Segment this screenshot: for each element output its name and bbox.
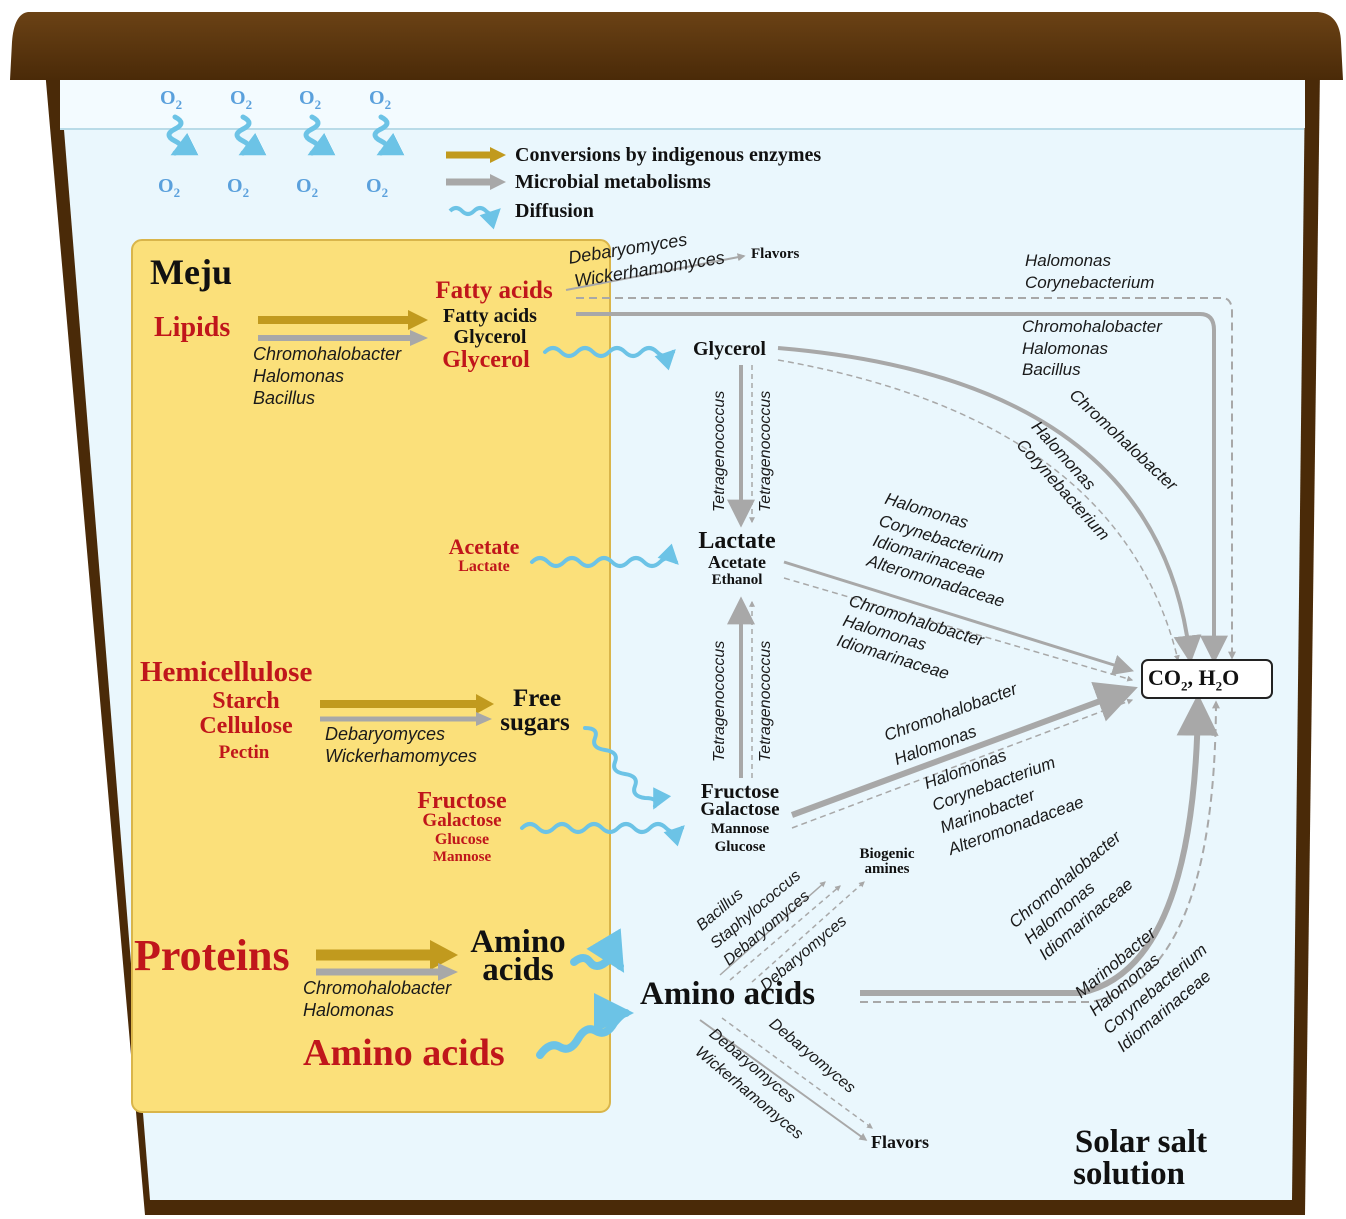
solution-title-2: solution <box>1073 1156 1185 1192</box>
mannose-node: Mannose <box>710 821 770 837</box>
amino-acids-meju: Amino acids <box>303 1032 505 1074</box>
fatty-acids-meju: Fatty acids <box>435 277 553 304</box>
o2-label: O2 <box>299 87 322 112</box>
meju-arrows <box>258 310 494 981</box>
lipid-product-fatty: Fatty acids <box>443 305 537 327</box>
o2-label: O2 <box>158 175 181 200</box>
co2-box <box>1141 659 1273 699</box>
acetate-meju: Acetate <box>448 534 520 559</box>
lactate-meju: Lactate <box>458 558 510 575</box>
fructose-node: Fructose <box>700 779 780 803</box>
solution-title-1: Solar salt <box>1074 1124 1208 1160</box>
tetragenococcus-label: Tetragenococcus <box>711 640 728 762</box>
tetragenococcus-label: Tetragenococcus <box>757 640 774 762</box>
ethanol-node: Ethanol <box>711 572 763 588</box>
o2-label: O2 <box>227 175 250 200</box>
acetate-node: Acetate <box>708 552 766 572</box>
legend-diffusion: Diffusion <box>515 200 594 222</box>
biogenic-amines-2: amines <box>864 861 910 877</box>
glycerol-node: Glycerol <box>693 338 766 360</box>
flavors-bottom: Flavors <box>871 1132 929 1152</box>
o2-label: O2 <box>160 87 183 112</box>
legend-diffusion-arrow <box>448 206 501 230</box>
microbe-label: Halomonas <box>1025 251 1111 270</box>
o2-label: O2 <box>230 87 253 112</box>
carb-starch: Starch <box>212 688 280 714</box>
protein-microbe: Chromohalobacter <box>303 978 452 998</box>
free-sugars-2: sugars <box>500 709 570 736</box>
carb-hemicellulose: Hemicellulose <box>140 656 313 688</box>
tetragenococcus-label: Tetragenococcus <box>711 390 728 512</box>
galactose-node: Galactose <box>700 799 780 820</box>
o2-squiggles <box>166 114 405 156</box>
lipids-label: Lipids <box>154 312 231 343</box>
solution-surface <box>60 80 1305 128</box>
microbe-label: Corynebacterium <box>1025 273 1155 292</box>
sugar-galactose: Galactose <box>422 810 502 831</box>
carb-microbe: Debaryomyces <box>325 724 446 744</box>
carb-cellulose: Cellulose <box>199 713 293 739</box>
o2-label: O2 <box>369 87 392 112</box>
container-rim <box>10 12 1343 80</box>
lactate-node: Lactate <box>698 528 776 554</box>
microbe-label: Halomonas <box>1022 339 1108 358</box>
meju-title: Meju <box>150 252 232 292</box>
flavors-top: Flavors <box>751 246 800 262</box>
free-sugars-1: Free <box>512 685 562 712</box>
o2-label: O2 <box>296 175 319 200</box>
amino-product-1: Amino <box>470 924 566 960</box>
sugar-glucose: Glucose <box>434 831 490 848</box>
meju-box <box>131 239 611 1113</box>
protein-microbe: Halomonas <box>303 1000 395 1020</box>
carb-microbe: Wickerhamomyces <box>325 746 477 766</box>
lipid-microbe: Chromohalobacter <box>253 344 402 364</box>
o2-label: O2 <box>366 175 389 200</box>
lipid-microbe: Halomonas <box>253 366 345 386</box>
sugar-fructose: Fructose <box>417 788 507 814</box>
glucose-node: Glucose <box>714 839 766 855</box>
glycerol-meju: Glycerol <box>442 347 530 373</box>
lipid-microbe: Bacillus <box>253 388 316 408</box>
sugar-mannose: Mannose <box>432 849 492 865</box>
legend-arrows <box>446 147 506 230</box>
amino-product-2: acids <box>482 952 554 988</box>
biogenic-amines-1: Biogenic <box>859 846 915 862</box>
legend-microbial: Microbial metabolisms <box>515 171 711 193</box>
microbe-label: Chromohalobacter <box>1022 317 1162 336</box>
amino-acids-node: Amino acids <box>640 976 816 1012</box>
proteins-label: Proteins <box>134 931 290 980</box>
legend-enzymes: Conversions by indigenous enzymes <box>515 144 822 166</box>
carb-pectin: Pectin <box>218 742 270 763</box>
microbe-label: Bacillus <box>1022 360 1081 379</box>
pathway-arrows <box>565 253 1236 1141</box>
tetragenococcus-label: Tetragenococcus <box>757 390 774 512</box>
lipid-product-glycerol: Glycerol <box>453 326 527 348</box>
diffusion-arrows <box>520 346 685 1059</box>
co2-h2o-node: CO2, H2O <box>1148 665 1240 694</box>
